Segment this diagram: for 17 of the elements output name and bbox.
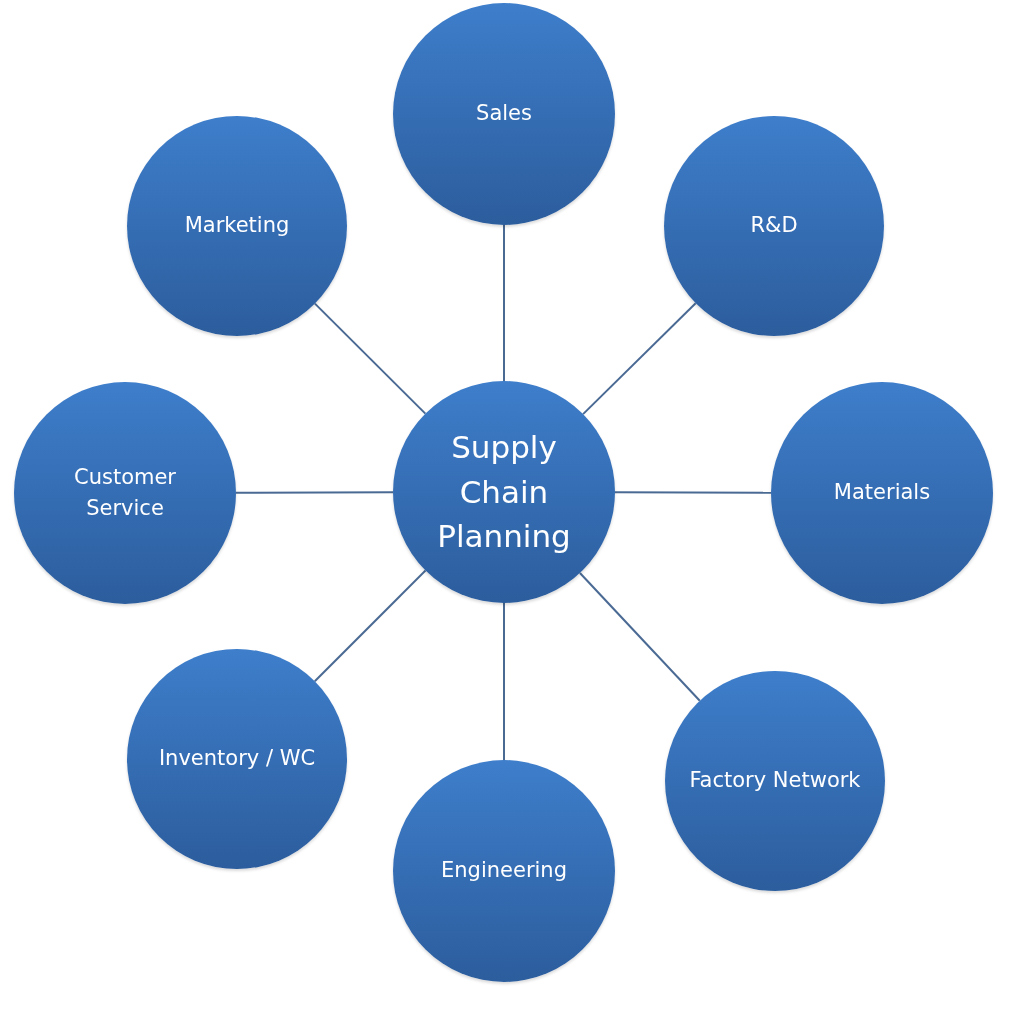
node-label: Factory Network	[689, 767, 861, 795]
connector-line	[503, 602, 505, 761]
node-label: Materials	[833, 479, 931, 507]
node-label: Sales	[476, 100, 532, 128]
node-label: R&D	[750, 212, 798, 240]
connector-line	[582, 302, 697, 416]
node-label: Inventory / WC	[158, 745, 316, 773]
connector-line	[313, 302, 427, 415]
node-label: Supply Chain Planning	[436, 427, 572, 557]
node-label: Marketing	[184, 212, 290, 240]
node-label: Customer Service	[73, 463, 177, 522]
connector-line	[313, 569, 427, 683]
connector-line	[578, 571, 701, 702]
connector-line	[614, 491, 772, 494]
connector-line	[235, 491, 394, 494]
connector-line	[503, 224, 505, 382]
node-label: Engineering	[441, 857, 567, 885]
